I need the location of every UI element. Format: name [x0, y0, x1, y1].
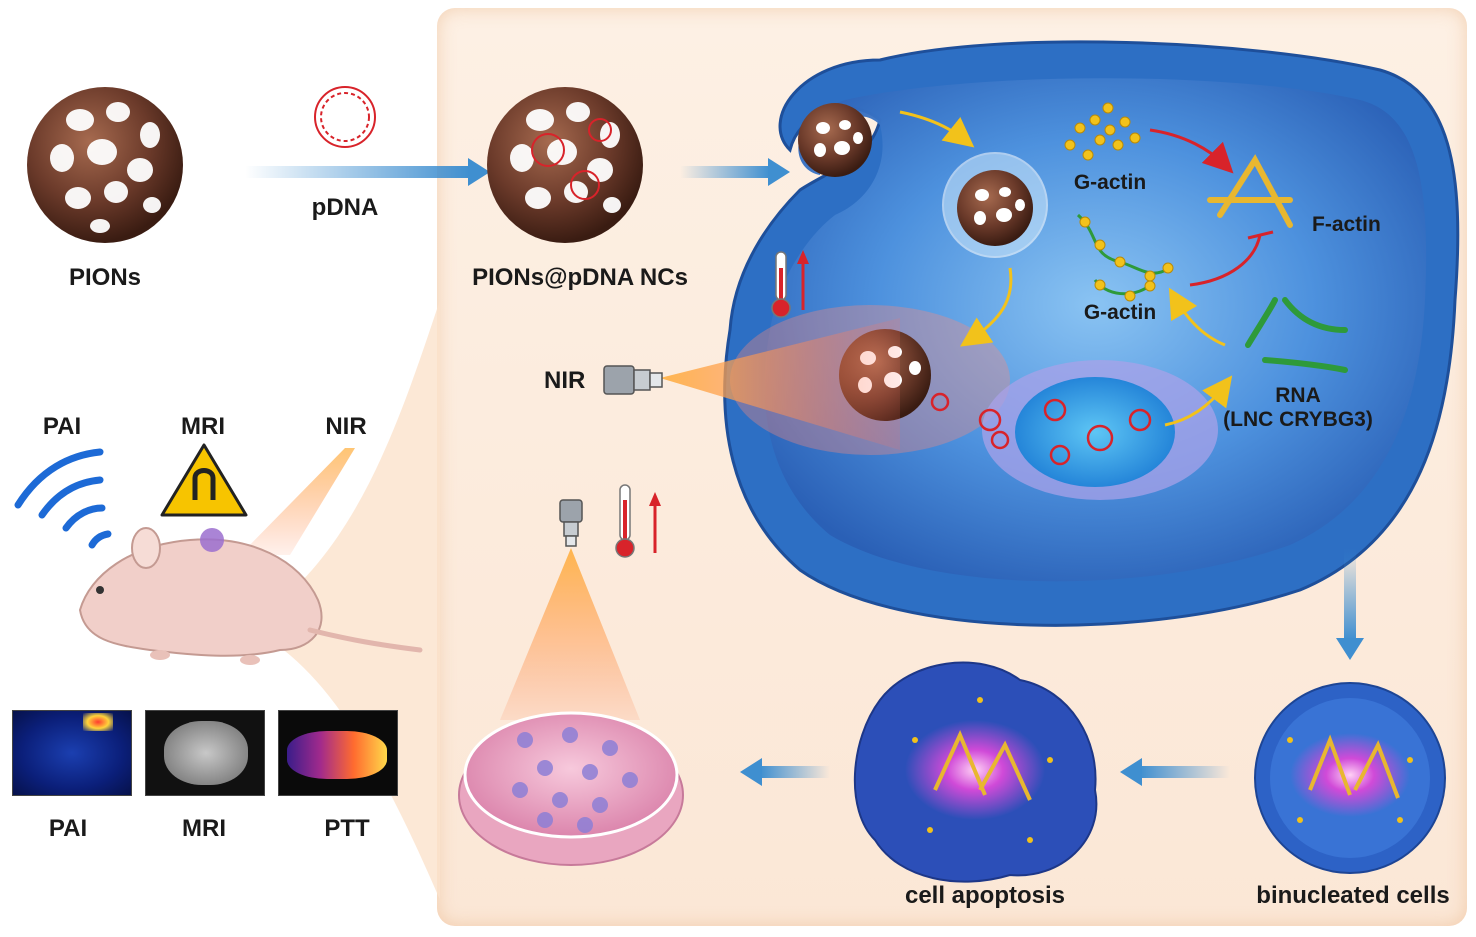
label-pions: PIONs	[68, 264, 142, 291]
ptt-image-thumbnail	[278, 710, 398, 796]
label-rna: RNA	[1275, 384, 1321, 407]
warning-magnet-icon	[160, 443, 248, 517]
label-g-actin-mid: G-actin	[1083, 301, 1157, 324]
laser-beam	[660, 318, 900, 450]
arrow-pions-to-pdna	[245, 166, 470, 178]
thermometer-icon	[771, 250, 809, 318]
ptt-heatmap	[287, 731, 387, 779]
laser-icon-bottom	[559, 499, 583, 547]
binucleated-cell-icon	[1254, 682, 1446, 874]
label-ptt-bottom: PTT	[324, 815, 370, 842]
arrow-binucleated-to-apoptosis	[1140, 766, 1230, 778]
label-nir-top: NIR	[325, 413, 367, 440]
laser-beam-bottom	[500, 548, 640, 720]
mri-slice	[164, 721, 248, 785]
arrow-to-cell	[680, 166, 770, 178]
label-g-actin-top: G-actin	[1073, 171, 1147, 194]
label-pai-bottom: PAI	[48, 815, 88, 842]
mri-image-thumbnail	[145, 710, 265, 796]
label-nir-laser: NIR	[544, 367, 586, 394]
pions-pdna-nanoparticle-icon	[487, 87, 643, 243]
arrow-apoptosis-to-dish	[760, 766, 830, 778]
label-mri-bottom: MRI	[182, 815, 226, 842]
signal-waves-icon	[14, 448, 112, 549]
label-binucleated-cells: binucleated cells	[1256, 882, 1450, 909]
label-f-actin: F-actin	[1312, 213, 1381, 236]
label-cell-apoptosis: cell apoptosis	[904, 882, 1066, 909]
pai-image-thumbnail	[12, 710, 132, 796]
laser-icon	[603, 365, 663, 395]
label-pdna: pDNA	[311, 194, 379, 221]
label-pions-pdna: PIONs@pDNA NCs	[472, 264, 688, 291]
apoptotic-cell-icon	[853, 661, 1098, 883]
thermometer-icon-bottom	[615, 484, 661, 558]
label-pai-top: PAI	[42, 413, 82, 440]
pions-nanoparticle-icon	[27, 87, 183, 243]
pai-hotspot	[83, 713, 113, 731]
label-lnc-crybg3: (LNC CRYBG3)	[1223, 408, 1373, 431]
arrow-cell-to-binucleated	[1344, 548, 1356, 640]
petri-dish-icon	[458, 711, 684, 866]
cancer-cell	[723, 40, 1460, 627]
plasmid-icon	[314, 86, 376, 148]
label-mri-top: MRI	[181, 413, 225, 440]
mouse-icon	[78, 527, 423, 665]
